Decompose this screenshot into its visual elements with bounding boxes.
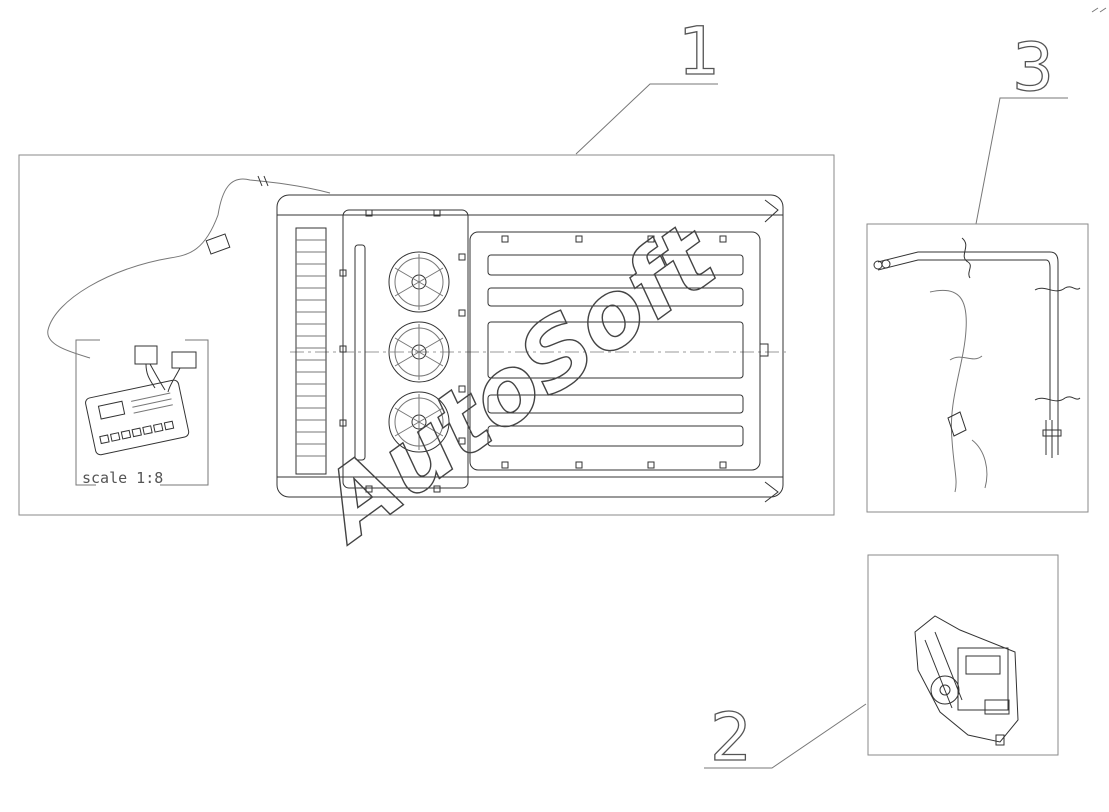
callout-3[interactable]: 3 [975,28,1068,225]
callout-2-leader-line [704,703,867,769]
keypad-button-3[interactable] [120,429,132,440]
compressor-bracket [914,615,1019,743]
condenser-fan-3 [388,391,450,453]
drain-hose-tail [971,439,988,489]
hose-upper-inner [877,259,1051,420]
drain-hose-clamp [947,411,967,437]
inset-bracket-left [75,339,100,486]
callout-2[interactable]: 2 [704,698,867,777]
compressor-pulley-hub [939,684,951,696]
compressor-frame [867,554,1059,756]
corner-mark [1091,7,1107,13]
cable-break-mark-2 [263,175,269,187]
keypad-body [85,379,190,456]
hose-upper-outer [877,251,1059,420]
compressor-clutch-pulley [930,675,960,705]
cable-connector [205,233,231,255]
keypad-text-line-2 [132,398,172,408]
watermark: AutoSoft [297,203,737,564]
fan-bay-rail [354,244,366,461]
housing-corner-bottom-right [764,481,779,503]
compressor-body [957,647,1009,711]
keypad-buttons [99,420,175,445]
drain-hose [929,289,967,493]
drain-hose-break [949,355,983,361]
hose-break-symbol-3 [1034,396,1081,402]
compressor-manifold [984,699,1010,715]
hose-end-fitting [1042,429,1062,437]
cable-break-mark-1 [257,175,263,187]
hose-break-symbol-1 [961,237,971,279]
keypad-button-7[interactable] [163,420,175,431]
harness-wires [145,363,181,393]
callout-3-number: 3 [1012,29,1054,106]
keypad-display [97,400,126,420]
keypad-button-5[interactable] [142,425,153,435]
callout-1[interactable]: 1 [575,12,721,155]
control-cable [47,178,331,359]
inset-bracket-right [160,339,209,486]
unit-housing [276,194,784,498]
return-air-grille [487,321,744,379]
air-vent-4 [487,425,744,447]
harness-plug-left [134,345,158,365]
condenser-fan-1 [388,251,450,313]
hose-fitting-left-1 [873,260,883,270]
compressor-head [965,655,1001,675]
keypad-text-line-1 [131,392,171,402]
compressor-assembly[interactable] [914,615,1019,746]
condenser-coil [295,227,327,475]
callout-2-number: 2 [710,699,752,776]
condenser-fan-2 [388,321,450,383]
control-keypad[interactable] [85,379,190,456]
roof-ac-unit[interactable] [276,194,790,503]
mounting-brackets [339,209,769,493]
harness-plug-right [171,351,197,369]
compressor-mount-foot [995,734,1005,746]
callout-1-number: 1 [678,13,720,90]
air-vent-2 [487,287,744,307]
air-vent-3 [487,394,744,414]
inset-scale-label: scale 1:8 [82,469,163,487]
control-panel-inset[interactable]: scale 1:8 [47,175,331,487]
hose-assembly-frame [866,223,1089,513]
hose-break-symbol-2 [1034,286,1081,292]
keypad-button-1[interactable] [99,434,110,445]
fan-bay [342,209,469,489]
hose-fitting-left-2 [881,259,891,269]
keypad-text-line-3 [133,404,173,414]
keypad-button-6[interactable] [153,422,164,433]
condenser-coil-frame [295,227,327,475]
main-assembly-frame [18,154,835,516]
housing-corner-top-right [764,199,779,223]
callout-1-leader-line [575,83,718,155]
keypad-button-4[interactable] [131,427,142,438]
refrigerant-hose-assembly[interactable] [873,237,1081,493]
air-vent-1 [487,254,744,276]
keypad-button-2[interactable] [109,432,121,442]
callout-3-leader-line [975,97,1068,225]
